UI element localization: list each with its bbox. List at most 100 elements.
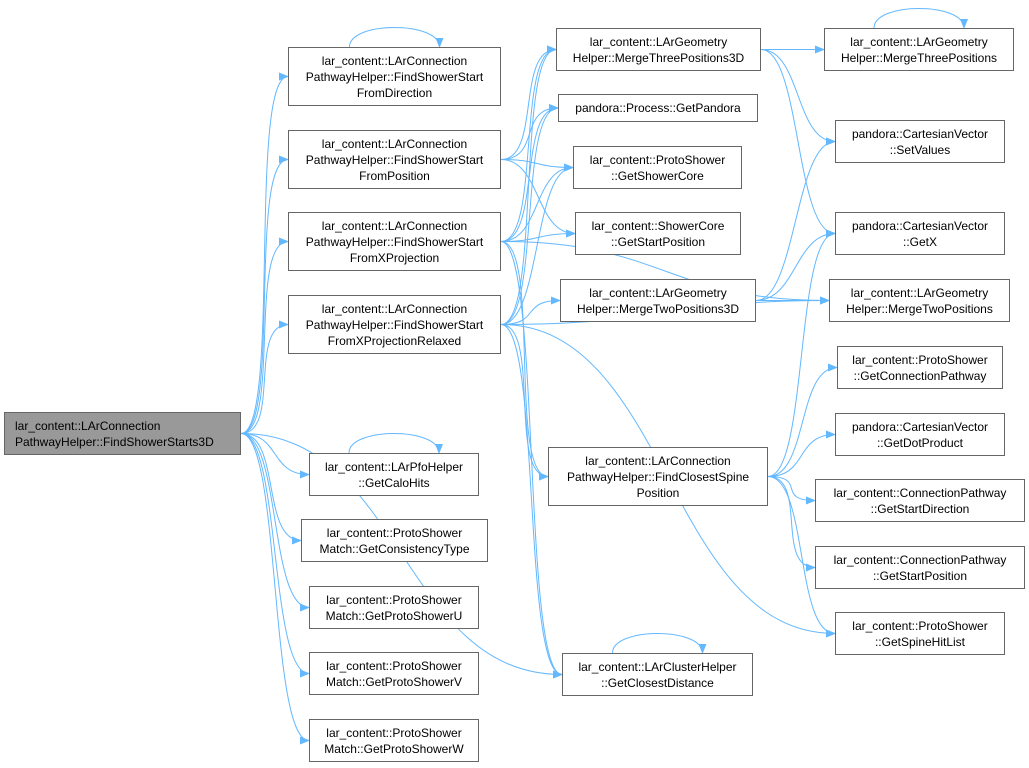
node-get-x[interactable]: pandora::CartesianVector ::GetX: [835, 212, 1005, 255]
node-line: lar_content::ProtoShower: [326, 525, 463, 540]
call-edge-fcsp-to-gcp: [767, 363, 838, 477]
call-edge-root-to-fsfp: [240, 155, 289, 434]
call-edge-fcsp-to-cpsp: [767, 476, 816, 572]
call-edge-fcsp-to-shl: [767, 476, 836, 638]
node-line: lar_content::LArConnection: [321, 53, 468, 68]
node-line: ::GetStartPosition: [872, 568, 968, 583]
call-edge-root-to-psv: [240, 433, 310, 678]
call-edge-m2d-to-getx: [755, 229, 836, 301]
node-line: lar_content::ConnectionPathway: [833, 552, 1007, 567]
node-line: lar_content::LArGeometry: [850, 34, 988, 49]
node-line: PathwayHelper::FindShowerStart: [305, 152, 484, 167]
node-line: PathwayHelper::FindClosestSpine: [566, 469, 750, 484]
call-edge-fsfxr-to-m2d: [500, 296, 561, 325]
node-get-start-direction[interactable]: lar_content::ConnectionPathway ::GetStar…: [815, 479, 1025, 522]
call-edge-fsfx-to-m3d: [500, 45, 557, 242]
call-edge-gcd-to-gcd: [612, 633, 707, 654]
node-get-shower-core[interactable]: lar_content::ProtoShower ::GetShowerCore: [573, 146, 742, 189]
node-set-values[interactable]: pandora::CartesianVector ::SetValues: [835, 120, 1005, 163]
node-line: Helper::MergeTwoPositions: [846, 301, 993, 316]
node-line: ::SetValues: [889, 142, 951, 157]
call-edge-fsfp-to-m3d: [500, 45, 557, 160]
call-edge-fsfxr-to-gcd: [500, 324, 563, 679]
node-get-dot-product[interactable]: pandora::CartesianVector ::GetDotProduct: [835, 413, 1005, 456]
node-get-pandora[interactable]: pandora::Process::GetPandora: [558, 94, 758, 122]
node-line: pandora::CartesianVector: [851, 218, 989, 233]
node-line: lar_content::LArClusterHelper: [578, 659, 737, 674]
node-line: ::GetStartPosition: [610, 234, 706, 249]
call-edge-fcsp-to-gsd: [767, 476, 816, 505]
node-get-spine-hit-list[interactable]: lar_content::ProtoShower ::GetSpineHitLi…: [835, 612, 1005, 655]
node-line: lar_content::LArPfoHelper: [324, 459, 464, 474]
node-line: ::GetDotProduct: [876, 435, 964, 450]
node-line: pandora::Process::GetPandora: [575, 101, 741, 115]
node-line: pandora::CartesianVector: [851, 419, 989, 434]
call-edge-root-to-psw: [240, 433, 310, 745]
call-edge-fcsp-to-dot: [767, 430, 836, 477]
node-line: Helper::MergeTwoPositions3D: [576, 301, 740, 316]
call-edge-m3d-to-setv: [760, 49, 836, 146]
node-find-closest-spine-position[interactable]: lar_content::LArConnection PathwayHelper…: [548, 447, 768, 506]
node-get-proto-shower-v[interactable]: lar_content::ProtoShower Match::GetProto…: [309, 652, 479, 695]
call-edge-root-to-cons: [240, 433, 302, 545]
node-line: FromPosition: [359, 168, 430, 183]
node-line: lar_content::LArGeometry: [589, 285, 727, 300]
call-edge-root-to-fsfxr: [240, 320, 289, 434]
node-line: Helper::MergeThreePositions3D: [572, 50, 745, 65]
node-shower-core-get-start-position[interactable]: lar_content::ShowerCore ::GetStartPositi…: [575, 212, 741, 255]
node-line: lar_content::ProtoShower: [326, 592, 462, 607]
node-get-connection-pathway[interactable]: lar_content::ProtoShower ::GetConnection…: [837, 346, 1003, 389]
node-line: ::GetShowerCore: [611, 168, 704, 183]
call-edge-fsfx-to-gcd: [500, 241, 563, 679]
node-find-shower-start-from-position[interactable]: lar_content::LArConnection PathwayHelper…: [288, 130, 501, 189]
call-edge-root-to-fsfx: [240, 237, 289, 434]
call-edge-fsfxr-to-gsc: [500, 163, 574, 325]
node-line: lar_content::ShowerCore: [591, 218, 725, 233]
node-get-proto-shower-w[interactable]: lar_content::ProtoShower Match::GetProto…: [309, 719, 479, 762]
node-merge-two-positions[interactable]: lar_content::LArGeometry Helper::MergeTw…: [829, 279, 1010, 322]
node-line: lar_content::LArConnection: [15, 418, 161, 433]
node-find-shower-start-from-x-projection-relaxed[interactable]: lar_content::LArConnection PathwayHelper…: [288, 295, 501, 354]
node-line: PathwayHelper::FindShowerStarts3D: [15, 434, 214, 449]
node-get-proto-shower-u[interactable]: lar_content::ProtoShower Match::GetProto…: [309, 586, 479, 629]
node-line: ::GetX: [902, 234, 937, 249]
node-find-shower-start-from-x-projection[interactable]: lar_content::LArConnection PathwayHelper…: [288, 212, 501, 271]
node-line: lar_content::LArConnection: [321, 301, 468, 316]
call-edge-fsfx-to-gsc: [500, 163, 574, 242]
node-line: lar_content::LArConnection: [585, 453, 731, 468]
call-edge-root-to-psu: [240, 433, 310, 612]
node-line: Position: [636, 485, 680, 500]
call-edge-fsfp-to-gsp: [500, 159, 576, 238]
call-edge-calo-to-calo: [348, 433, 443, 454]
node-get-calo-hits[interactable]: lar_content::LArPfoHelper ::GetCaloHits: [309, 453, 479, 496]
node-line: lar_content::LArConnection: [321, 218, 468, 233]
node-line: Match::GetProtoShowerW: [324, 741, 464, 756]
call-edge-m3d-to-getx: [760, 49, 836, 238]
node-line: Helper::MergeThreePositions: [840, 50, 998, 65]
call-edge-fsfd-to-fsfd: [349, 27, 444, 48]
node-get-closest-distance[interactable]: lar_content::LArClusterHelper ::GetClose…: [562, 653, 753, 696]
node-line: ::GetConnectionPathway: [853, 368, 987, 383]
node-line: lar_content::ProtoShower: [326, 658, 462, 673]
node-connection-pathway-get-start-position[interactable]: lar_content::ConnectionPathway ::GetStar…: [815, 546, 1025, 589]
node-line: PathwayHelper::FindShowerStart: [305, 234, 484, 249]
call-edge-m3-to-m3: [873, 8, 968, 29]
node-merge-two-positions-3d[interactable]: lar_content::LArGeometry Helper::MergeTw…: [560, 279, 756, 322]
node-line: Match::GetProtoShowerU: [325, 608, 463, 623]
node-line: lar_content::ProtoShower: [589, 152, 726, 167]
node-find-shower-start-from-direction[interactable]: lar_content::LArConnection PathwayHelper…: [288, 47, 501, 106]
call-edge-fsfxr-to-gpan: [500, 104, 559, 325]
node-merge-three-positions[interactable]: lar_content::LArGeometry Helper::MergeTh…: [824, 28, 1014, 71]
node-line: lar_content::ProtoShower: [326, 725, 462, 740]
node-line: lar_content::LArGeometry: [850, 285, 989, 300]
node-line: ::GetClosestDistance: [601, 675, 714, 690]
call-edge-fsfx-to-fcsp: [500, 241, 549, 481]
call-edge-fcsp-to-getx: [767, 229, 836, 477]
call-edge-root-to-fsfd: [240, 72, 289, 434]
node-merge-three-positions-3d[interactable]: lar_content::LArGeometry Helper::MergeTh…: [556, 28, 761, 71]
node-line: ::GetStartDirection: [870, 501, 970, 516]
node-line: ::GetSpineHitList: [874, 634, 966, 649]
node-find-shower-starts-3d[interactable]: lar_content::LArConnection PathwayHelper…: [4, 412, 241, 455]
node-get-consistency-type[interactable]: lar_content::ProtoShower Match::GetConsi…: [301, 519, 488, 562]
node-line: lar_content::ProtoShower: [852, 618, 988, 633]
